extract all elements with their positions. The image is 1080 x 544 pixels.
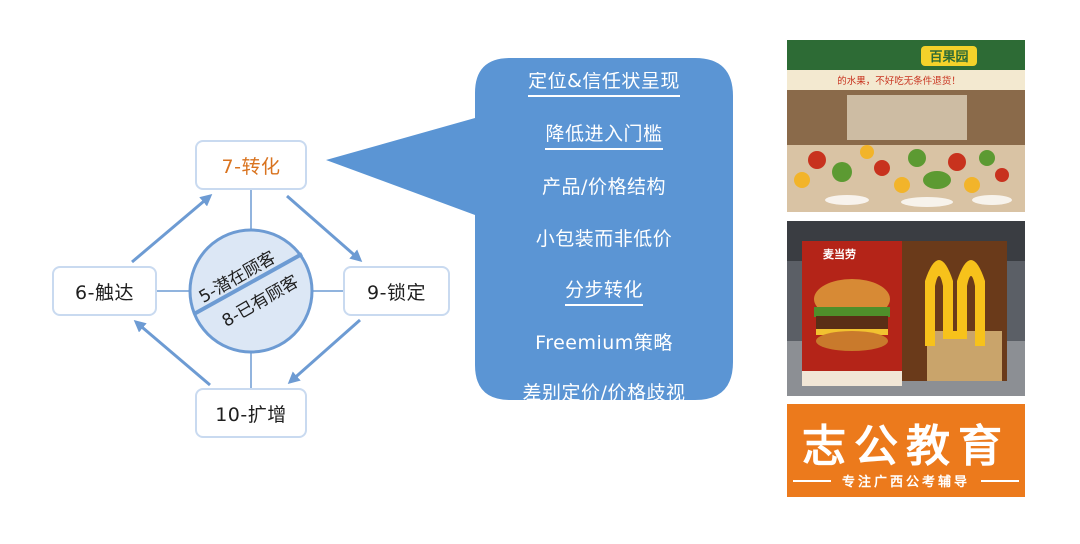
fruit-store-illustration: 百果园 的水果，不好吃无条件退货！ bbox=[787, 40, 1025, 212]
arrow-lock-to-expand bbox=[287, 318, 361, 384]
callout-item-product-price: 产品/价格结构 bbox=[542, 176, 666, 198]
mcdonalds-sign: 麦当劳 bbox=[823, 247, 856, 261]
mcdonalds-illustration: 麦当劳 bbox=[787, 221, 1025, 396]
callout-item-positioning: 定位&信任状呈现 bbox=[475, 72, 733, 97]
logo-rule-right bbox=[981, 480, 1019, 482]
arrow-conversion-to-lock bbox=[286, 194, 363, 262]
mcdonalds-photo: 麦当劳 bbox=[787, 221, 1025, 396]
callout-item-price-discrimination: 差别定价/价格歧视 bbox=[522, 382, 686, 402]
center-divider bbox=[193, 252, 303, 316]
callout-text-area: 定位&信任状呈现 降低进入门槛 产品/价格结构 小包装而非低价 分步转化 Fre… bbox=[475, 72, 733, 402]
node-lock: 9-锁定 bbox=[343, 266, 450, 316]
center-circle bbox=[188, 228, 314, 354]
node-expand: 10-扩增 bbox=[195, 388, 307, 438]
logo-rule-left bbox=[793, 480, 831, 482]
callout-item-stepwise: 分步转化 bbox=[475, 275, 733, 306]
fruit-store-photo: 百果园 的水果，不好吃无条件退货！ bbox=[787, 40, 1025, 212]
node-reach: 6-触达 bbox=[52, 266, 157, 316]
zhigong-logo: 志公教育 专注广西公考辅导 bbox=[787, 404, 1025, 497]
logo-subtitle: 专注广西公考辅导 bbox=[841, 475, 970, 490]
logo-title: 志公教育 bbox=[802, 421, 1010, 472]
callout-item-small-package: 小包装而非低价 bbox=[535, 228, 673, 250]
arrow-expand-to-reach bbox=[133, 320, 211, 387]
callout-bubble bbox=[326, 58, 733, 400]
callout-item-lower-threshold: 降低进入门槛 bbox=[475, 119, 733, 150]
fruit-store-sign: 百果园 bbox=[929, 50, 968, 65]
fruit-store-banner: 的水果，不好吃无条件退货！ bbox=[837, 75, 961, 87]
golden-arches-icon bbox=[925, 260, 985, 346]
arrow-reach-to-conversion bbox=[131, 194, 213, 264]
node-conversion: 7-转化 bbox=[195, 140, 307, 190]
callout-item-freemium: Freemium策略 bbox=[535, 332, 673, 354]
